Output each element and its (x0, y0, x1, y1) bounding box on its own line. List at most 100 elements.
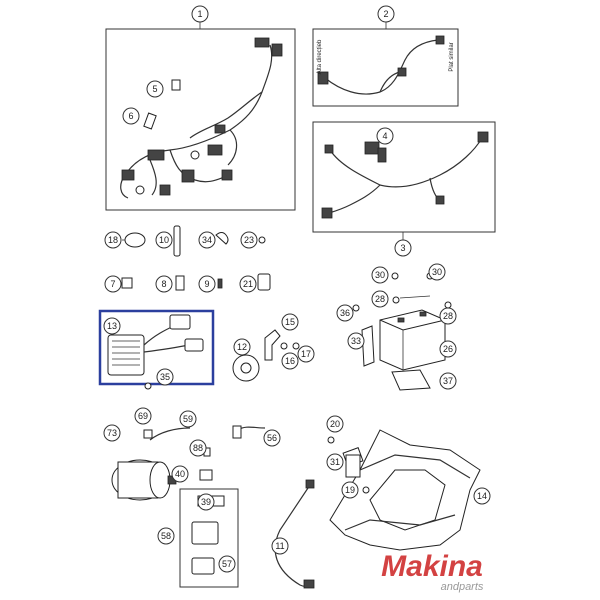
callout-2: 2 (377, 5, 395, 23)
part-56-cable (232, 425, 266, 439)
part-15-bracket (264, 329, 281, 361)
part-28-washer-b (444, 301, 452, 309)
callout-39: 39 (197, 493, 215, 511)
cable-11-end-top (305, 479, 315, 489)
side-label-right: Plat similar (449, 42, 455, 71)
watermark-logo: Makina andparts (381, 550, 484, 593)
svg-text:30: 30 (432, 267, 442, 277)
part-26-battery (379, 309, 446, 371)
svg-text:28: 28 (375, 294, 385, 304)
svg-text:1: 1 (197, 9, 202, 19)
part-13-regulator (107, 314, 204, 376)
harness-box-1 (105, 28, 296, 211)
part-69-terminal (143, 429, 153, 439)
svg-text:34: 34 (202, 235, 212, 245)
svg-text:6: 6 (128, 111, 133, 121)
callout-16: 16 (281, 352, 299, 370)
callout-58: 58 (157, 527, 175, 545)
part-59-cable (149, 427, 191, 441)
callout-3: 3 (394, 239, 412, 257)
svg-text:39: 39 (201, 497, 211, 507)
callout-15: 15 (281, 313, 299, 331)
part-14-subframe (329, 429, 481, 551)
svg-text:7: 7 (110, 279, 115, 289)
callout-34: 34 (198, 231, 216, 249)
svg-text:5: 5 (152, 84, 157, 94)
callout-30-a: 30 (371, 266, 389, 284)
callout-20: 20 (326, 415, 344, 433)
part-28-washer-a (392, 296, 400, 304)
callout-30-b: 30 (428, 263, 446, 281)
part-37-pad (391, 369, 431, 391)
callout-21: 21 (239, 275, 257, 293)
svg-text:30: 30 (375, 270, 385, 280)
callout-88: 88 (189, 439, 207, 457)
svg-text:56: 56 (267, 433, 277, 443)
part-20-bolt (327, 436, 335, 444)
callout-10: 10 (155, 231, 173, 249)
part-7-connector (121, 277, 133, 289)
watermark-sub: andparts (441, 581, 484, 593)
part-30-nut-a (391, 272, 399, 280)
part-18-cable (122, 232, 146, 248)
svg-text:12: 12 (237, 342, 247, 352)
callout-23: 23 (240, 231, 258, 249)
svg-text:58: 58 (161, 531, 171, 541)
callout-35: 35 (156, 368, 174, 386)
callout-6: 6 (122, 107, 140, 125)
svg-text:31: 31 (330, 457, 340, 467)
part-17-nut (292, 342, 300, 350)
part-27-cable (399, 295, 431, 299)
side-label-left: Alta direcțieb (317, 39, 323, 74)
svg-text:59: 59 (183, 414, 193, 424)
svg-text:18: 18 (108, 235, 118, 245)
part-34-clip (215, 232, 229, 245)
callout-56: 56 (263, 429, 281, 447)
part-11-cable (274, 484, 313, 588)
svg-text:35: 35 (160, 372, 170, 382)
svg-text:2: 2 (383, 9, 388, 19)
callout-8: 8 (155, 275, 173, 293)
callout-31: 31 (326, 453, 344, 471)
callout-28-b: 28 (439, 307, 457, 325)
callout-19: 19 (341, 481, 359, 499)
cable-11-end-bottom (303, 579, 315, 589)
part-12-horn (232, 354, 260, 382)
callout-40: 40 (171, 465, 189, 483)
callout-18: 18 (104, 231, 122, 249)
svg-text:9: 9 (204, 279, 209, 289)
svg-text:3: 3 (400, 243, 405, 253)
svg-text:19: 19 (345, 485, 355, 495)
harness-box-2 (312, 28, 459, 107)
part-40-holder (199, 469, 213, 481)
relay-box (179, 488, 239, 588)
svg-text:23: 23 (244, 235, 254, 245)
part-23-screw (258, 236, 266, 244)
svg-text:15: 15 (285, 317, 295, 327)
callout-12: 12 (233, 338, 251, 356)
callout-37: 37 (439, 372, 457, 390)
part-10-strap (173, 225, 181, 257)
callout-4: 4 (376, 127, 394, 145)
callout-57: 57 (218, 555, 236, 573)
callout-5: 5 (146, 80, 164, 98)
main-wiring-harness (120, 37, 283, 199)
sub-harness-3 (321, 131, 489, 219)
svg-text:26: 26 (443, 344, 453, 354)
callout-17: 17 (297, 345, 315, 363)
part-6-plug (143, 112, 157, 130)
callout-7: 7 (104, 275, 122, 293)
callout-26: 26 (439, 340, 457, 358)
callout-73: 73 (103, 424, 121, 442)
sub-harness-2 (317, 35, 445, 95)
svg-text:21: 21 (243, 279, 253, 289)
part-31-bracket (345, 454, 361, 478)
callout-9: 9 (198, 275, 216, 293)
svg-text:20: 20 (330, 419, 340, 429)
svg-text:40: 40 (175, 469, 185, 479)
part-8-bracket (175, 275, 185, 291)
svg-text:28: 28 (443, 311, 453, 321)
callout-28-a: 28 (371, 290, 389, 308)
svg-text:8: 8 (161, 279, 166, 289)
